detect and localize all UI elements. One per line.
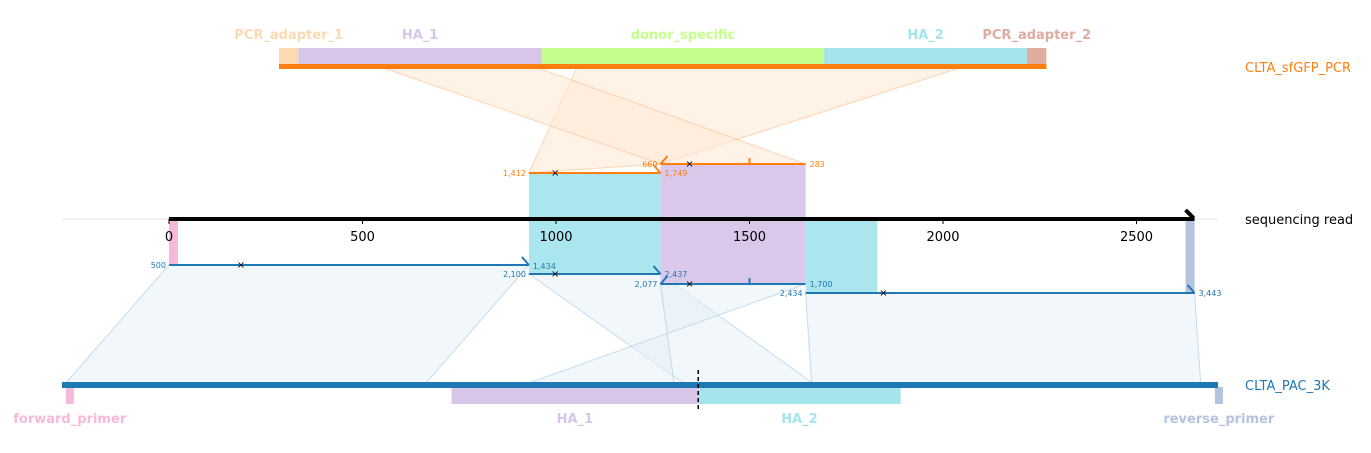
alignment-start-coord: 500 <box>151 261 166 270</box>
template-feature-label: HA_2 <box>907 28 944 43</box>
alignment-end-coord: 283 <box>810 160 825 169</box>
read-forward-primer-mark <box>169 219 178 265</box>
read-tick-label: 1500 <box>733 230 766 245</box>
alignment-end-coord: 1,749 <box>664 169 687 178</box>
read-sequence-name: sequencing read <box>1245 213 1353 228</box>
alignment-direction-hook <box>659 275 669 285</box>
product-feature-label: HA_1 <box>557 412 594 427</box>
alignment-mid-marker: × <box>551 168 559 179</box>
product-band-4 <box>805 292 1202 384</box>
alignment-direction-hook <box>652 265 662 275</box>
alignment-start-coord: 1,412 <box>503 169 526 178</box>
alignment-end-coord: 1,700 <box>810 280 833 289</box>
template-sequence-name: CLTA_sfGFP_PCR <box>1245 61 1351 76</box>
alignment-direction-hook <box>659 155 669 165</box>
read-tick-label: 500 <box>350 230 375 245</box>
product-feature-label: forward_primer <box>13 412 127 427</box>
product-sequence-bar <box>62 382 1218 388</box>
read-direction-arrow <box>1184 208 1195 220</box>
product-feature-label: reverse_primer <box>1163 412 1275 427</box>
product-feature-label: HA_2 <box>781 412 818 427</box>
alignment-mid-marker: × <box>685 159 693 170</box>
template-feature-label: HA_1 <box>402 28 439 43</box>
read-tick-label: 1000 <box>539 230 572 245</box>
read-ha1-block <box>660 164 806 284</box>
product-feature-2 <box>698 387 901 404</box>
alignment-mid-marker: × <box>551 269 559 280</box>
read-ha2-block-right <box>805 219 878 293</box>
template-feature-0 <box>279 48 299 65</box>
template-feature-2 <box>541 48 825 65</box>
alignment-end-coord: 2,437 <box>664 270 687 279</box>
template-feature-label: PCR_adapter_1 <box>234 28 343 43</box>
alignment-direction-hook <box>1186 284 1196 294</box>
alignment-end-coord: 3,443 <box>1199 289 1222 298</box>
read-ha2-block-left <box>528 173 661 274</box>
template-feature-3 <box>824 48 1028 65</box>
template-feature-1 <box>298 48 542 65</box>
alignment-end-coord: 1,434 <box>533 262 556 271</box>
product-band-1 <box>64 264 531 384</box>
product-feature-3 <box>1214 387 1223 404</box>
template-feature-4 <box>1027 48 1047 65</box>
alignment-start-coord: 660 <box>642 160 657 169</box>
read-tick-label: 2500 <box>1120 230 1153 245</box>
alignment-mid-marker: × <box>237 260 245 271</box>
alignment-start-coord: 2,077 <box>635 280 658 289</box>
product-feature-0 <box>65 387 74 404</box>
read-tick-label: 0 <box>165 230 173 245</box>
alignment-start-coord: 2,434 <box>780 289 803 298</box>
product-sequence-name: CLTA_PAC_3K <box>1245 379 1330 394</box>
alignment-start-coord: 2,100 <box>503 270 526 279</box>
alignment-direction-hook <box>652 164 662 174</box>
product-feature-1 <box>451 387 699 404</box>
alignment-mid-marker: × <box>879 288 887 299</box>
template-feature-label: PCR_adapter_2 <box>982 28 1091 43</box>
alignment-mid-marker: × <box>685 279 693 290</box>
template-sequence-bar <box>279 64 1047 69</box>
alignment-direction-hook <box>521 256 530 266</box>
read-tick-label: 2000 <box>926 230 959 245</box>
read-reverse-primer-mark <box>1185 219 1195 293</box>
template-feature-label: donor_specific <box>631 28 736 43</box>
